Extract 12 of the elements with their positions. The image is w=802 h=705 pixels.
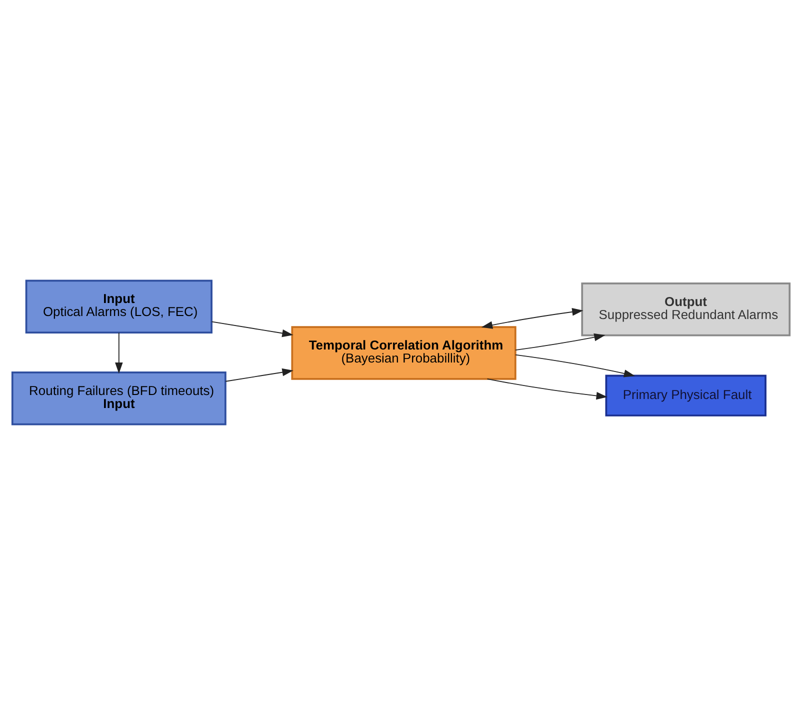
arrow: [515, 354, 636, 378]
arrow: [225, 368, 294, 382]
node-box: Routing Failures (BFD timeouts) Input: [11, 371, 226, 426]
arrow: [486, 378, 608, 400]
arrow: [211, 321, 294, 338]
node-box: Primary Physical Fault: [605, 374, 766, 416]
arrow: [481, 308, 584, 329]
arrow: [515, 333, 606, 351]
node-box: Input Optical Alarms (LOS, FEC): [25, 280, 212, 334]
node-box: Output Suppressed Redundant Alarms: [581, 282, 791, 336]
node-box: Temporal Correlation Algorithm (Bayesian Probabillity): [291, 326, 516, 380]
arrow: [115, 332, 123, 374]
